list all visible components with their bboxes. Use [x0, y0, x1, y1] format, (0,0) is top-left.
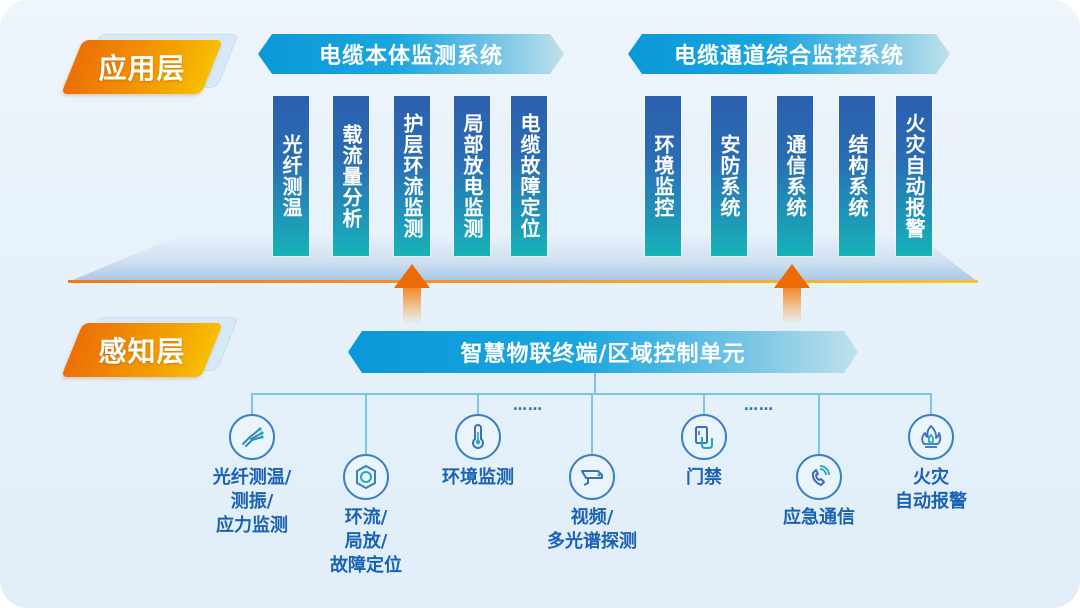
- device-fire-alarm: 火灾 自动报警: [851, 414, 1011, 514]
- module-label: 通信系统: [783, 134, 807, 218]
- connector-line: [594, 373, 596, 394]
- up-arrow-icon: [772, 264, 812, 326]
- application-layer-tag: 应用层: [58, 34, 239, 94]
- module-label: 载流量分析: [339, 123, 363, 229]
- module-column: 通信系统: [777, 96, 813, 256]
- module-column: 环境监控: [645, 96, 681, 256]
- iot-terminal-banner: 智慧物联终端/区域控制单元: [348, 331, 858, 373]
- device-environment: 环境监测: [398, 414, 558, 490]
- device-label: 光纤测温/ 测振/ 应力监测: [212, 467, 292, 536]
- connector-line: [703, 393, 705, 415]
- fiber-optic-icon: [229, 414, 275, 460]
- access-card-icon: [681, 414, 727, 460]
- platform-divider-line: [68, 280, 978, 283]
- device-circulation-partial-discharge: 环流/ 局放/ 故障定位: [286, 454, 446, 578]
- device-emergency-communication: 应急通信: [739, 454, 899, 530]
- module-label: 安防系统: [717, 134, 741, 218]
- connector-line: [365, 393, 367, 455]
- module-column: 安防系统: [711, 96, 747, 256]
- camera-icon: [569, 454, 615, 500]
- device-label: 门禁: [686, 467, 722, 488]
- phone-icon: [796, 454, 842, 500]
- cable-channel-system-banner: 电缆通道综合监控系统: [628, 34, 950, 74]
- device-label: 视频/ 多光谱探测: [547, 507, 637, 552]
- connector-line: [930, 393, 932, 415]
- fire-icon: [908, 414, 954, 460]
- up-arrow-icon: [392, 264, 432, 326]
- module-column: 结构系统: [839, 96, 875, 256]
- module-label: 结构系统: [845, 134, 869, 218]
- module-label: 光纤测温: [279, 134, 303, 218]
- module-column: 局部放电监测: [454, 96, 490, 256]
- more-devices-ellipsis: ……: [744, 398, 774, 414]
- module-column: 火灾自动报警: [896, 96, 932, 256]
- connector-line: [251, 393, 253, 415]
- connector-line: [477, 393, 479, 415]
- cable-ring-icon: [343, 454, 389, 500]
- device-fiber-temperature: 光纤测温/ 测振/ 应力监测: [172, 414, 332, 538]
- device-label: 应急通信: [783, 507, 855, 528]
- module-label: 局部放电监测: [460, 113, 484, 239]
- device-video: 视频/ 多光谱探测: [512, 454, 672, 554]
- perception-layer-label: 感知层: [98, 335, 186, 368]
- more-devices-ellipsis: ……: [513, 398, 543, 414]
- application-layer-label: 应用层: [98, 52, 186, 85]
- module-column: 电缆故障定位: [511, 96, 547, 256]
- connector-line: [591, 393, 593, 455]
- perception-layer-tag: 感知层: [58, 317, 239, 377]
- module-column: 光纤测温: [273, 96, 309, 256]
- module-label: 火灾自动报警: [902, 113, 926, 239]
- module-column: 护层环流监测: [394, 96, 430, 256]
- module-column: 载流量分析: [333, 96, 369, 256]
- connector-line: [818, 393, 820, 455]
- thermometer-icon: [455, 414, 501, 460]
- module-label: 护层环流监测: [400, 113, 424, 239]
- device-label: 火灾 自动报警: [895, 467, 967, 512]
- module-label: 环境监控: [651, 134, 675, 218]
- cable-body-system-banner: 电缆本体监测系统: [258, 34, 564, 74]
- module-label: 电缆故障定位: [517, 113, 541, 239]
- device-access-control: 门禁: [624, 414, 784, 490]
- device-label: 环境监测: [442, 467, 514, 488]
- device-label: 环流/ 局放/ 故障定位: [330, 507, 402, 576]
